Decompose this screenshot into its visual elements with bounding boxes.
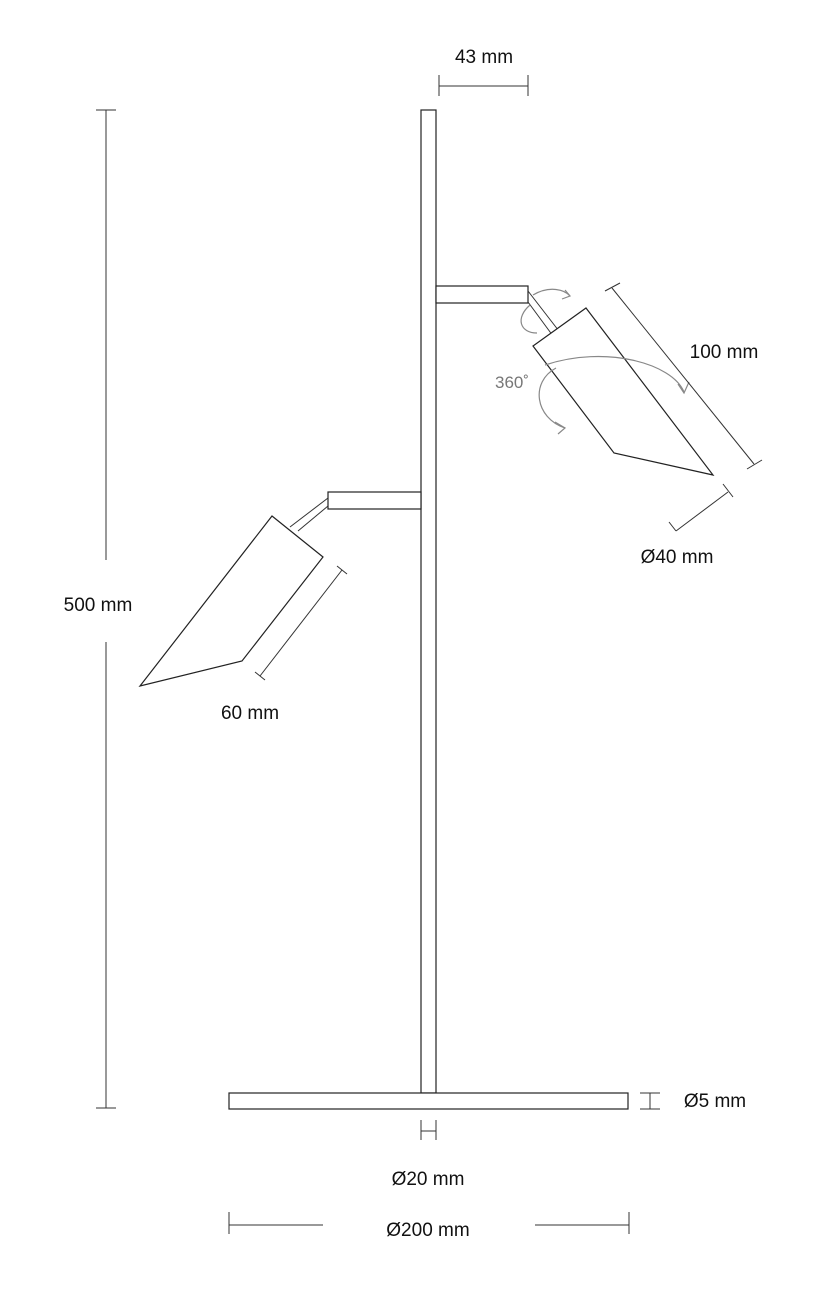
pole-diameter-label: Ø20 mm — [392, 1169, 465, 1190]
pole-diameter-dimension: Ø20 mm — [392, 1120, 465, 1190]
left-shade-length-label: 60 mm — [221, 703, 279, 724]
left-shade-length-dimension: 60 mm — [221, 565, 348, 724]
left-arm — [289, 491, 422, 532]
base-diameter-dimension: Ø200 mm — [228, 1212, 630, 1241]
base-thickness-label: Ø5 mm — [684, 1091, 746, 1112]
right-shade-length-dimension: 100 mm — [604, 282, 763, 470]
rotation-arrow-icon — [520, 288, 690, 435]
shade-diameter-label: Ø40 mm — [641, 547, 714, 568]
right-arm — [435, 285, 563, 337]
lamp-pole — [420, 109, 437, 1094]
arm-length-dimension: 43 mm — [438, 47, 529, 96]
right-shade-length-label: 100 mm — [690, 342, 759, 363]
right-shade — [532, 307, 715, 476]
left-shade — [138, 515, 324, 687]
height-dimension: 500 mm — [64, 109, 133, 1109]
rotation-angle-label: 360˚ — [495, 373, 529, 392]
height-label: 500 mm — [64, 595, 133, 616]
arm-length-label: 43 mm — [455, 47, 513, 68]
shade-diameter-dimension: Ø40 mm — [641, 483, 734, 568]
lamp-base — [228, 1092, 629, 1110]
base-diameter-label: Ø200 mm — [386, 1220, 469, 1241]
base-thickness-dimension: Ø5 mm — [640, 1091, 746, 1112]
